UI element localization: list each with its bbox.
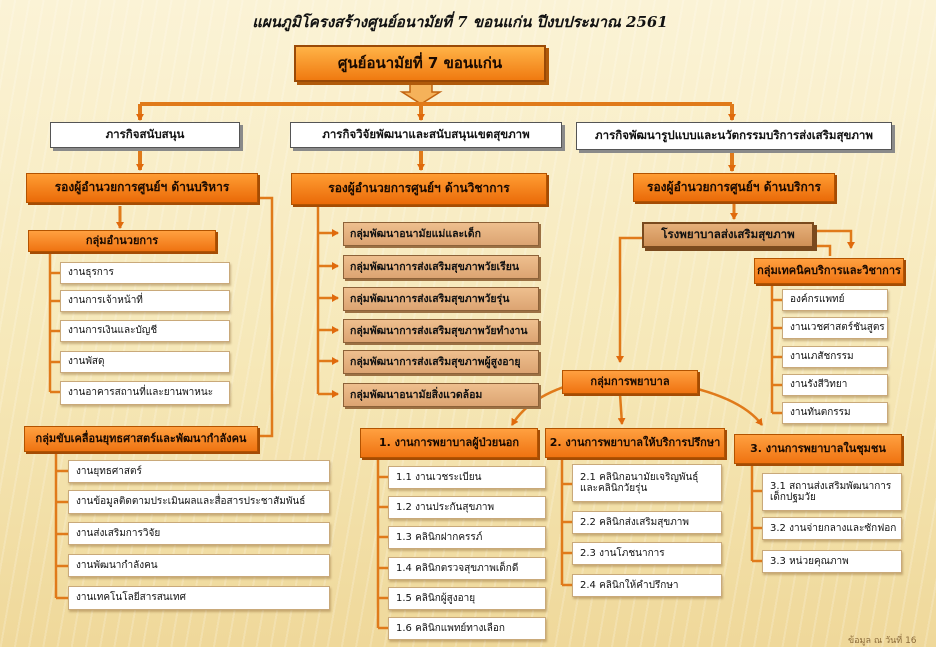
hospital-node: โรงพยาบาลส่งเสริมสุขภาพ — [642, 222, 814, 248]
nursing-unit: 1.6 คลินิกแพทย์ทางเลือก — [388, 617, 546, 640]
academic-group: กลุ่มพัฒนาการส่งเสริมสุขภาพผู้สูงอายุ — [343, 350, 539, 374]
nursing-unit: 2.3 งานโภชนาการ — [572, 542, 722, 565]
nursing-unit: 1.1 งานเวชระเบียน — [388, 466, 546, 489]
group-tech-service: กลุ่มเทคนิคบริการและวิชาการ — [754, 258, 904, 284]
academic-group: กลุ่มพัฒนาการส่งเสริมสุขภาพวัยทำงาน — [343, 319, 539, 343]
strategy-unit: งานเทคโนโลยีสารสนเทศ — [68, 586, 330, 610]
mission-service-innovation: ภารกิจพัฒนารูปแบบและนวัตกรรมบริการส่งเสร… — [576, 122, 892, 150]
nursing-unit: 1.5 คลินิกผู้สูงอายุ — [388, 587, 546, 610]
page-title: แผนภูมิโครงสร้างศูนย์อนามัยที่ 7 ขอนแก่น… — [252, 13, 668, 31]
nursing-unit: 2.4 คลินิกให้คำปรึกษา — [572, 574, 722, 597]
office-unit: งานพัสดุ — [60, 351, 230, 373]
office-unit: งานการเจ้าหน้าที่ — [60, 290, 230, 312]
nursing-unit: 1.2 งานประกันสุขภาพ — [388, 496, 546, 519]
academic-group: กลุ่มพัฒนาการส่งเสริมสุขภาพวัยเรียน — [343, 255, 539, 279]
deputy-admin: รองผู้อำนวยการศูนย์ฯ ด้านบริหาร — [26, 173, 258, 203]
tech-unit: งานรังสีวิทยา — [782, 374, 888, 396]
office-unit: งานการเงินและบัญชี — [60, 320, 230, 342]
deputy-service: รองผู้อำนวยการศูนย์ฯ ด้านบริการ — [633, 173, 835, 202]
deputy-academic: รองผู้อำนวยการศูนย์ฯ ด้านวิชาการ — [291, 173, 547, 205]
nursing-community: 3. งานการพยาบาลในชุมชน — [734, 434, 902, 464]
strategy-unit: งานข้อมูลติดตามประเมินผลและสื่อสารประชาส… — [68, 490, 330, 514]
mission-research: ภารกิจวิจัยพัฒนาและสนับสนุนเขตสุขภาพ — [290, 122, 562, 148]
nursing-unit: 1.4 คลินิกตรวจสุขภาพเด็กดี — [388, 557, 546, 580]
nursing-unit: 3.2 งานจ่ายกลางและซักฟอก — [762, 517, 902, 540]
academic-group: กลุ่มพัฒนาอนามัยแม่และเด็ก — [343, 222, 539, 246]
root-node: ศูนย์อนามัยที่ 7 ขอนแก่น — [294, 45, 546, 82]
strategy-unit: งานพัฒนากำลังคน — [68, 554, 330, 577]
tech-unit: งานทันตกรรม — [782, 402, 888, 424]
nursing-unit: 2.2 คลินิกส่งเสริมสุขภาพ — [572, 511, 722, 534]
office-unit: งานธุรการ — [60, 262, 230, 284]
footer-date: ข้อมูล ณ วันที่ 16 — [848, 636, 917, 646]
strategy-unit: งานยุทธศาสตร์ — [68, 460, 330, 483]
group-strategy: กลุ่มขับเคลื่อนยุทธศาสตร์และพัฒนากำลังคน — [24, 426, 258, 452]
group-office: กลุ่มอำนวยการ — [28, 230, 216, 252]
tech-unit: องค์กรแพทย์ — [782, 289, 888, 311]
root-down-arrow — [399, 83, 443, 105]
academic-group: กลุ่มพัฒนาอนามัยสิ่งแวดล้อม — [343, 383, 539, 407]
strategy-unit: งานส่งเสริมการวิจัย — [68, 522, 330, 545]
nursing-unit: 1.3 คลินิกฝากครรภ์ — [388, 526, 546, 549]
tech-unit: งานเภสัชกรรม — [782, 346, 888, 368]
nursing-unit: 3.3 หน่วยคุณภาพ — [762, 550, 902, 573]
mission-support: ภารกิจสนับสนุน — [50, 122, 240, 148]
nursing-unit: 2.1 คลินิกอนามัยเจริญพันธุ์และคลินิกวัยร… — [572, 464, 722, 502]
nursing-outpatient: 1. งานการพยาบาลผู้ป่วยนอก — [360, 428, 538, 458]
nursing-unit: 3.1 สถานส่งเสริมพัฒนาการเด็กปฐมวัย — [762, 473, 902, 511]
office-unit: งานอาคารสถานที่และยานพาหนะ — [60, 381, 230, 405]
nursing-counseling: 2. งานการพยาบาลให้บริการปรึกษา — [545, 428, 725, 458]
group-nursing: กลุ่มการพยาบาล — [562, 370, 698, 394]
tech-unit: งานเวชศาสตร์ชันสูตร — [782, 317, 888, 339]
academic-group: กลุ่มพัฒนาการส่งเสริมสุขภาพวัยรุ่น — [343, 287, 539, 311]
